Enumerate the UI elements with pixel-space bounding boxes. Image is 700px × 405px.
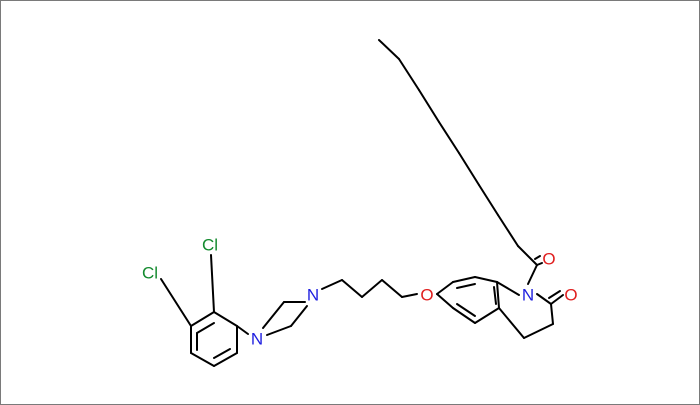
bond-line [378,39,400,60]
oxygen-atom-acyl-carbonyl: O [542,250,555,269]
bond-line [496,281,520,296]
bond-line [548,290,561,299]
bond-line [497,214,519,247]
bond-line [190,352,215,367]
bond-line [236,325,249,335]
bond-line [550,294,564,305]
bond-line [456,283,476,289]
bond-line [436,293,454,309]
bond-line [213,348,231,359]
bond-line [190,311,215,327]
bond-line [458,152,480,186]
nitrogen-atom-lactam: N [522,286,534,305]
bond-line [436,281,454,295]
bond-line [290,305,308,327]
bond-line [452,307,476,324]
bond-line [517,245,538,266]
oxygen-atom-lactam-carbonyl: O [564,286,577,305]
bond-line [456,303,476,317]
bond-line [418,89,440,123]
bond-line [361,279,383,298]
chlorine-atom-upper: Cl [202,236,218,255]
bond-line [498,307,525,339]
bond-line [381,279,403,298]
bond-line [534,255,541,260]
bond-line [213,311,238,327]
bond-line [262,301,285,329]
bond-line [438,121,460,154]
bond-line [398,58,420,91]
bond-line [527,264,538,285]
bond-line [196,322,215,334]
bond-line [160,278,192,327]
bond-line [452,276,476,283]
bond-line [493,286,497,305]
nitrogen-atom-piperazine-left: N [251,330,263,349]
bond-line [266,325,292,336]
bond-line [550,303,554,325]
bond-line [210,254,215,313]
oxygen-atom-ether: O [420,286,433,305]
bond-line [341,279,363,298]
bond-line [213,352,238,367]
bond-line [474,276,498,283]
bond-line [496,281,500,309]
bond-line [523,323,554,339]
bond-line [321,279,343,290]
nitrogen-atom-piperazine-right: N [307,286,319,305]
bond-line [474,307,500,324]
bond-lines [160,39,564,367]
bond-line [536,293,552,305]
chlorine-atom-lower: Cl [142,264,158,283]
bond-line [401,293,418,298]
bond-line [478,184,499,216]
